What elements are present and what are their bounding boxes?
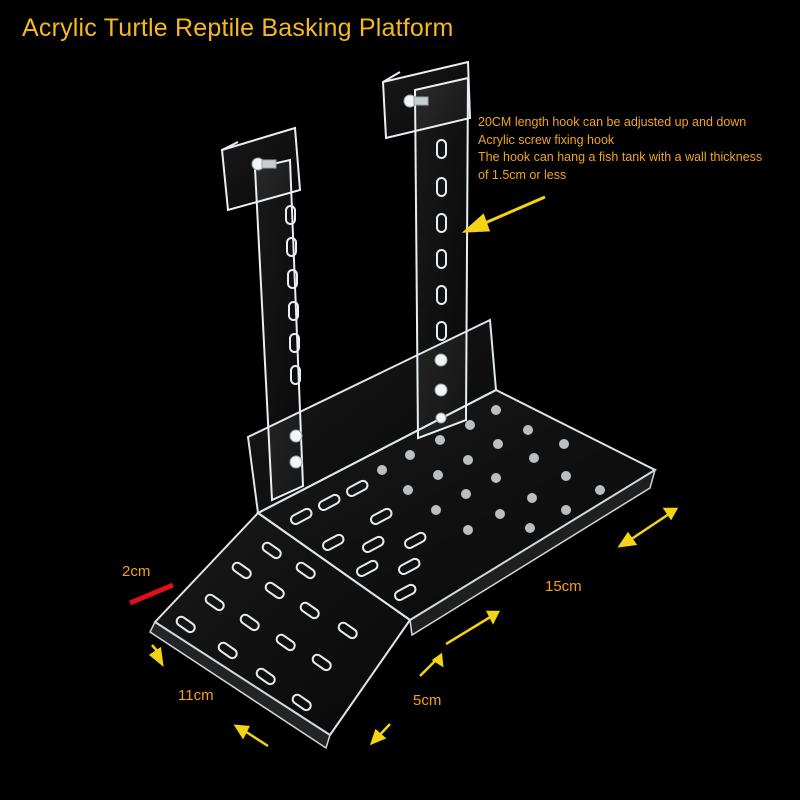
dimension-arrows bbox=[148, 507, 679, 748]
platform-edge bbox=[409, 468, 657, 637]
product-title: Acrylic Turtle Reptile Basking Platform bbox=[22, 14, 454, 42]
ramp-lip bbox=[149, 620, 331, 750]
annotation-arrow bbox=[461, 195, 546, 233]
feature-note: Acrylic screw fixing hook bbox=[478, 132, 615, 147]
feature-note: The hook can hang a fish tank with a wal… bbox=[478, 150, 763, 164]
platform-holes bbox=[377, 405, 605, 535]
dimension-label-front-width: 11cm bbox=[178, 687, 214, 704]
dimension-label-platform-length: 15cm bbox=[545, 578, 582, 595]
left-hook-slots bbox=[285, 205, 301, 385]
feature-note: 20CM length hook can be adjusted up and … bbox=[478, 115, 747, 129]
dimension-label-ramp-length: 5cm bbox=[413, 692, 442, 709]
dimension-label-lip: 2cm bbox=[122, 563, 151, 580]
right-hook-slots bbox=[436, 139, 447, 341]
feature-note: of 1.5cm or less bbox=[478, 167, 567, 182]
lip-marker bbox=[129, 582, 174, 606]
screws bbox=[251, 94, 448, 469]
ramp-slots bbox=[175, 541, 358, 712]
feature-notes: 20CM length hook can be adjusted up and … bbox=[478, 114, 800, 184]
platform-slots bbox=[289, 479, 427, 601]
